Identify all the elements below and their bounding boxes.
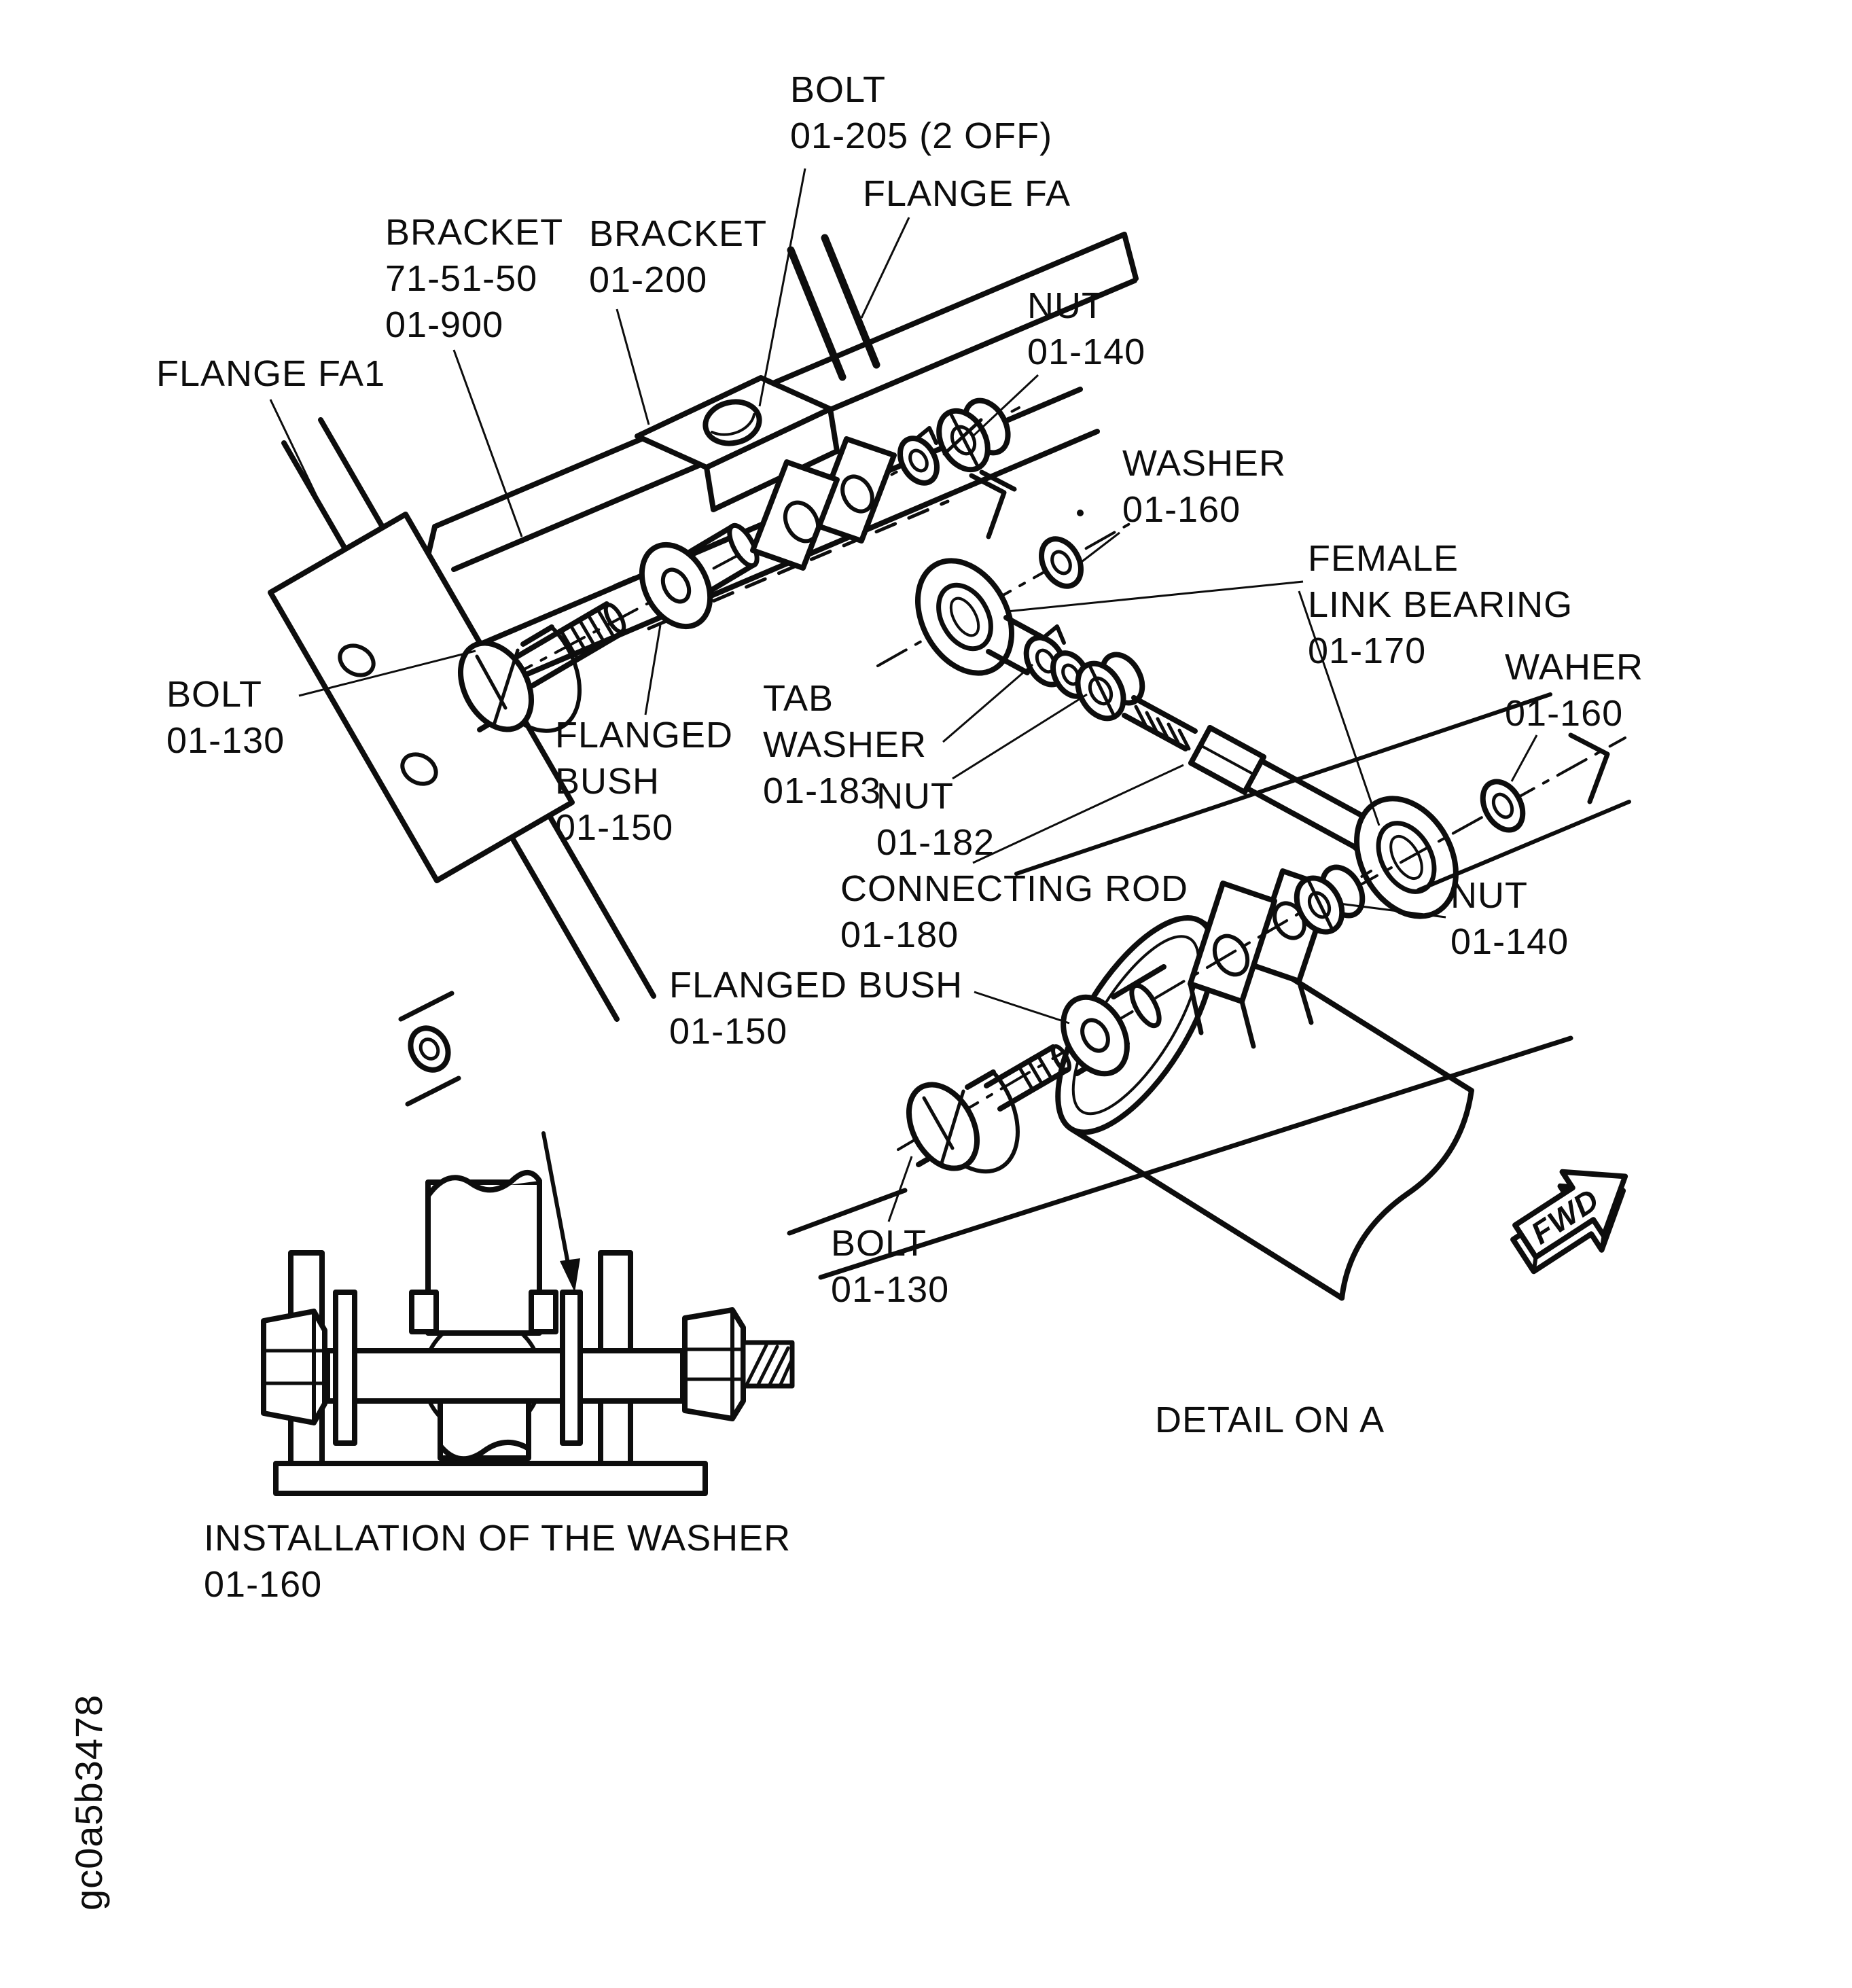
waher-160-part [1480, 779, 1526, 833]
inset-pointed-washer [560, 1290, 583, 1446]
label-female-link-bearing-2: LINK BEARING [1308, 584, 1573, 625]
label-connecting-rod: CONNECTING ROD [840, 868, 1188, 909]
leader-tab-washer-183 [942, 663, 1033, 743]
upper-flange-assembly-drawing [268, 232, 1139, 1107]
label-nut-140-top: NUT [1027, 285, 1105, 326]
detail-caption: DETAIL ON A [1155, 1400, 1385, 1440]
inset-washer-pointer-arrow [541, 1131, 580, 1292]
leader-bolt-130-left [298, 650, 476, 697]
leader-connecting-rod [972, 764, 1184, 864]
label-bolt-130-left-number: 01-130 [166, 720, 285, 761]
flange-fa1-plate [268, 512, 575, 883]
leader-flange-fa1 [269, 399, 332, 525]
inset-base-plate [273, 1461, 708, 1496]
flanged-bush-lower-part [1061, 964, 1167, 1077]
connecting-rod-body-part [1122, 695, 1387, 863]
label-bolt-130-bottom: BOLT [831, 1223, 927, 1264]
flange-corner-mark [1568, 732, 1610, 804]
label-tab-washer-1: TAB [763, 678, 834, 719]
leader-lines [269, 168, 1538, 1222]
leader-flanged-bush-upper [644, 624, 662, 715]
bolt-130-bottom-part [906, 1044, 1071, 1174]
label-flange-fa1: FLANGE FA1 [156, 353, 385, 394]
leader-nut-140-top [972, 374, 1039, 438]
inset-left-washer [333, 1290, 357, 1446]
leader-bracket-200 [616, 308, 650, 425]
eye2-axis-centerline [1347, 736, 1626, 893]
label-flanged-bush-upper-1: FLANGED [555, 715, 733, 756]
detail-a-assembly-drawing [787, 692, 1631, 1301]
label-bracket-900-ref: 71-51-50 [385, 258, 537, 299]
label-tab-washer-number: 01-183 [763, 770, 881, 811]
label-waher-160: WAHER [1505, 647, 1643, 688]
inset-caption-line1: INSTALLATION OF THE WASHER [204, 1518, 791, 1559]
fwd-direction-arrow: FWD [1510, 1169, 1628, 1275]
label-bracket-900-number: 01-900 [385, 304, 503, 345]
inset-upper-fork [409, 1170, 558, 1336]
label-bolt-205: BOLT [790, 69, 886, 110]
label-waher-160-number: 01-160 [1505, 693, 1623, 734]
leader-female-link-upper [1006, 580, 1304, 613]
label-washer-160-top-number: 01-160 [1122, 489, 1241, 530]
inset-caption-line2: 01-160 [204, 1564, 322, 1605]
leader-flange-fa [860, 217, 910, 319]
leader-nut-140-right [1339, 902, 1446, 919]
label-flanged-bush-upper-2: BUSH [555, 761, 660, 802]
label-nut-140-right: NUT [1450, 875, 1528, 916]
label-female-link-bearing-1: FEMALE [1308, 538, 1459, 579]
label-flange-fa: FLANGE FA [863, 173, 1071, 214]
label-tab-washer-2: WASHER [763, 724, 927, 765]
part-labels: BOLT 01-205 (2 OFF) FLANGE FA BRACKET 71… [156, 69, 1643, 1310]
leader-washer-160-top [1078, 531, 1120, 565]
flange-corner-clip [969, 469, 1017, 539]
leader-bracket-900 [452, 349, 523, 537]
flange-fa-torn-edge [787, 246, 847, 381]
inset-lower-fork [438, 1398, 531, 1462]
flanged-bush-upper-part [639, 522, 760, 630]
eye1-axis-centerline [876, 520, 1135, 667]
label-female-link-bearing-number: 01-170 [1308, 631, 1426, 671]
label-bolt-130-left: BOLT [166, 674, 262, 715]
label-washer-160-top: WASHER [1122, 443, 1286, 484]
label-flanged-bush-lower: FLANGED BUSH [669, 965, 963, 1006]
rail-clip [398, 991, 461, 1107]
label-connecting-rod-number: 01-180 [840, 915, 959, 955]
inset-bolt-shaft [325, 1348, 685, 1404]
washer-160-top-part [1039, 536, 1084, 589]
label-flanged-bush-lower-number: 01-150 [669, 1011, 787, 1052]
label-bolt-205-number: 01-205 (2 OFF) [790, 116, 1052, 156]
leader-female-link-lower [1298, 590, 1381, 826]
bracket-200-part [635, 375, 897, 571]
label-nut-182-number: 01-182 [876, 822, 995, 863]
bolt-130-left-part [457, 601, 626, 733]
label-bracket-200-number: 01-200 [589, 260, 707, 300]
nut-140-right-part [1294, 864, 1366, 935]
leader-bolt-130-bottom [887, 1156, 913, 1222]
tab-washer-183-part [1023, 624, 1092, 699]
bolt-axis-centerline [501, 549, 749, 682]
female-link-bearing-upper-part [915, 558, 1014, 676]
figure-code: gc0a5b3478 [67, 1694, 110, 1911]
label-nut-140-right-number: 01-140 [1450, 921, 1569, 962]
stray-dot [1077, 510, 1084, 516]
tab-washer-top-part [897, 426, 940, 486]
detail-a-axis-centerline [897, 870, 1372, 1151]
label-bracket-200: BRACKET [589, 213, 767, 254]
inset-bolt-head [261, 1309, 327, 1425]
leader-flanged-bush-lower [974, 991, 1070, 1025]
label-nut-182: NUT [876, 776, 954, 817]
label-nut-140-top-number: 01-140 [1027, 332, 1145, 372]
leader-nut-182 [952, 693, 1088, 780]
inset-nut [682, 1307, 795, 1421]
label-bracket-900: BRACKET [385, 212, 563, 253]
label-bolt-130-bottom-number: 01-130 [831, 1269, 949, 1310]
leader-waher-160 [1510, 734, 1538, 782]
washer-installation-inset-drawing [261, 1131, 795, 1496]
leader-bolt-205 [758, 168, 806, 407]
label-flanged-bush-upper-number: 01-150 [555, 807, 673, 848]
